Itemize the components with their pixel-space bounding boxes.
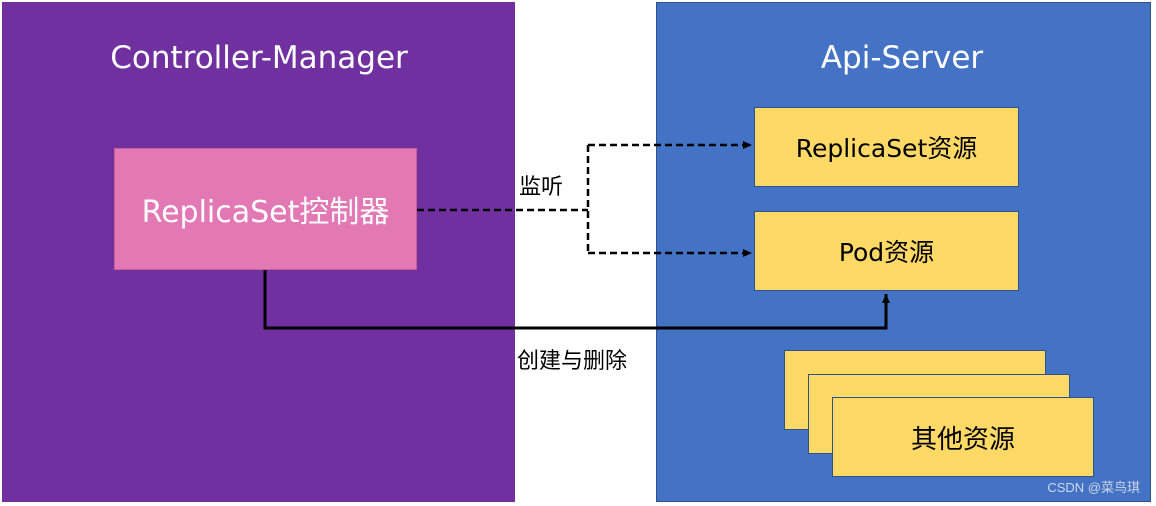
api-server-title: Api-Server	[820, 40, 984, 76]
replicaset-controller-box: ReplicaSet控制器	[114, 148, 417, 270]
watermark: CSDN @菜鸟琪	[1047, 480, 1140, 495]
controller-manager-title: Controller-Manager	[110, 40, 408, 76]
pod-resource-box: Pod资源	[754, 211, 1019, 291]
other-resource-box: 其他资源	[832, 397, 1094, 477]
replicaset-resource-box: ReplicaSet资源	[754, 107, 1019, 187]
listen-label: 监听	[518, 169, 565, 201]
create-delete-label: 创建与删除	[516, 343, 629, 375]
